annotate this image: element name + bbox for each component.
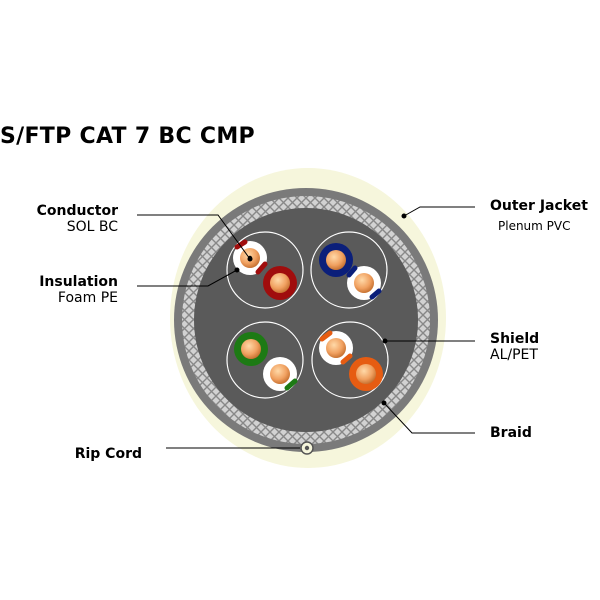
insulation-detail: Foam PE — [58, 290, 118, 306]
outer-jacket-detail: Plenum PVC — [498, 219, 571, 233]
insulation-label: Insulation — [39, 274, 118, 290]
outer-jacket-label: Outer Jacket — [490, 198, 588, 214]
conductor-detail: SOL BC — [67, 219, 119, 235]
conductor-label: Conductor — [37, 203, 118, 219]
pair-green — [226, 321, 304, 399]
leader-lines — [137, 206, 475, 449]
rip-cord-label: Rip Cord — [75, 446, 142, 462]
cable-title: S/FTP CAT 7 BC CMP — [0, 124, 255, 149]
shield-detail: AL/PET — [490, 347, 538, 363]
pair-blue — [310, 231, 388, 309]
braid-label: Braid — [490, 425, 532, 441]
pair-orange — [311, 321, 389, 399]
core-area — [194, 208, 418, 432]
shield-label: Shield — [490, 331, 539, 347]
